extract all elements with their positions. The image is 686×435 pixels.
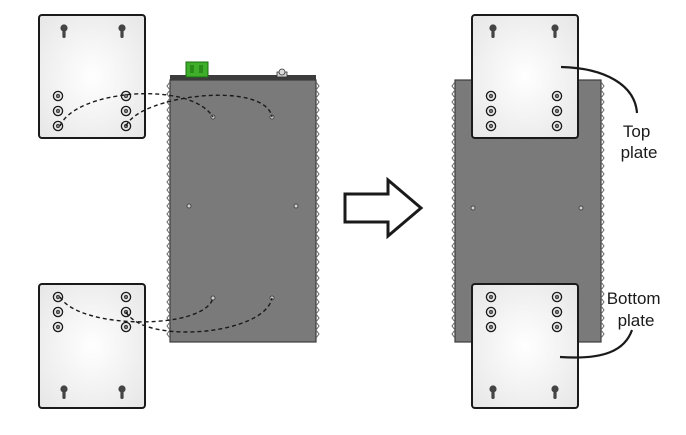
screw [551, 120, 563, 132]
guide-line [125, 94, 273, 127]
guide-line [59, 296, 214, 323]
screw [120, 321, 132, 333]
guide-line [125, 297, 273, 333]
mount-hole [293, 203, 299, 209]
screw [485, 120, 497, 132]
mount-hole [186, 203, 192, 209]
screw [485, 291, 497, 303]
device-left-ridge [451, 81, 456, 339]
alignment-guides [59, 93, 273, 333]
screw [485, 306, 497, 318]
device-top-cap [170, 75, 316, 81]
device-right-ridge [315, 81, 320, 339]
ground-screw [276, 68, 288, 78]
screw [551, 306, 563, 318]
top-plate-label-line2: plate [621, 143, 658, 162]
screw [485, 90, 497, 102]
bottom-plate-label-line2: plate [618, 311, 655, 330]
terminal-block [185, 61, 209, 78]
screw [52, 306, 64, 318]
screw [551, 90, 563, 102]
device-panel [169, 79, 317, 343]
top-plate-leader [560, 65, 639, 114]
screw [120, 291, 132, 303]
top-plate-attached [471, 14, 579, 139]
bottom-plate-label: Bottom plate [607, 289, 666, 330]
screw [120, 105, 132, 117]
top-plate-detached [38, 14, 146, 139]
device-left-ridge [166, 81, 171, 339]
bottom-plate-attached [471, 283, 579, 409]
screw [52, 291, 64, 303]
screw [52, 321, 64, 333]
bottom-plate-detached [38, 283, 146, 409]
screw [52, 105, 64, 117]
mount-hole [470, 205, 476, 211]
mount-hole [578, 205, 584, 211]
bottom-plate-leader [559, 329, 634, 359]
device-right-ridge [600, 81, 605, 339]
screw [120, 90, 132, 102]
screw [52, 90, 64, 102]
top-plate-label-line1: Top [623, 122, 650, 141]
screw [551, 105, 563, 117]
screw [551, 321, 563, 333]
mount-hole [210, 295, 216, 301]
screw [551, 291, 563, 303]
screw [485, 105, 497, 117]
top-plate-label: Top plate [621, 122, 658, 162]
right-arrow-icon [343, 176, 424, 240]
device-body-before [166, 61, 320, 343]
bottom-plate-label-line1: Bottom [607, 289, 661, 308]
guide-line [59, 93, 214, 127]
screw [485, 321, 497, 333]
